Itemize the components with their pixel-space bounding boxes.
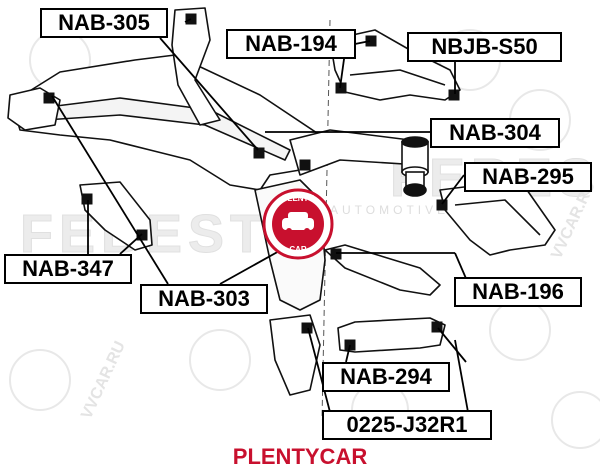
toe-link [324, 244, 441, 296]
label-nab-303: NAB-303 [140, 284, 268, 314]
leader-nab-294 [345, 344, 351, 363]
bushing-nab-196 [330, 248, 342, 260]
leader-nab-194 [354, 40, 371, 45]
lower-arm-right-rib [454, 199, 541, 236]
label-nab-295: NAB-295 [464, 162, 592, 192]
bushing-nab-295 [436, 199, 448, 211]
nab-304-bushing [401, 136, 429, 197]
leader-nab-295 [441, 174, 465, 205]
lower-centre-bracket [269, 314, 321, 396]
bushing-nbjb-s50 [448, 89, 460, 101]
bushing-nab-347 [81, 193, 93, 205]
label-nab-194: NAB-194 [226, 29, 356, 59]
label-nab-347: NAB-347 [4, 254, 132, 284]
bushing-nab-294-b [431, 321, 443, 333]
lateral-link [337, 317, 446, 353]
logo-bottom-text: CAR [289, 245, 307, 254]
plentycar-logo: PLENTY CAR [262, 188, 334, 260]
footer-brand: PLENTYCAR [232, 444, 368, 469]
leader-nab-305 [159, 37, 259, 151]
logo-top-text: PLENTY [282, 194, 314, 203]
label-nab-305: NAB-305 [40, 8, 168, 38]
subframe-main [11, 54, 331, 191]
label-nbjb-s50: NBJB-S50 [407, 32, 562, 62]
leader-0225-b [454, 339, 469, 413]
leader-nab-303 [51, 95, 169, 285]
bushing-lower-centre [301, 322, 313, 334]
lower-arm-right [439, 179, 556, 256]
label-0225-j32r1: 0225-J32R1 [322, 410, 492, 440]
bushing-nab-304-left [253, 147, 265, 159]
label-nab-196: NAB-196 [454, 277, 582, 307]
label-nab-294: NAB-294 [322, 362, 450, 392]
upper-arm-rib [349, 69, 446, 86]
watermark-site: VVCAR.RU [78, 339, 129, 422]
bushing-crossmember [299, 159, 311, 171]
leader-nab-294-b [437, 327, 467, 363]
subframe-inner-rail [39, 97, 291, 161]
leader-0225 [307, 327, 331, 413]
leader-nab-305-b [184, 18, 192, 23]
label-nab-304: NAB-304 [430, 118, 560, 148]
upper-bracket [171, 7, 221, 126]
